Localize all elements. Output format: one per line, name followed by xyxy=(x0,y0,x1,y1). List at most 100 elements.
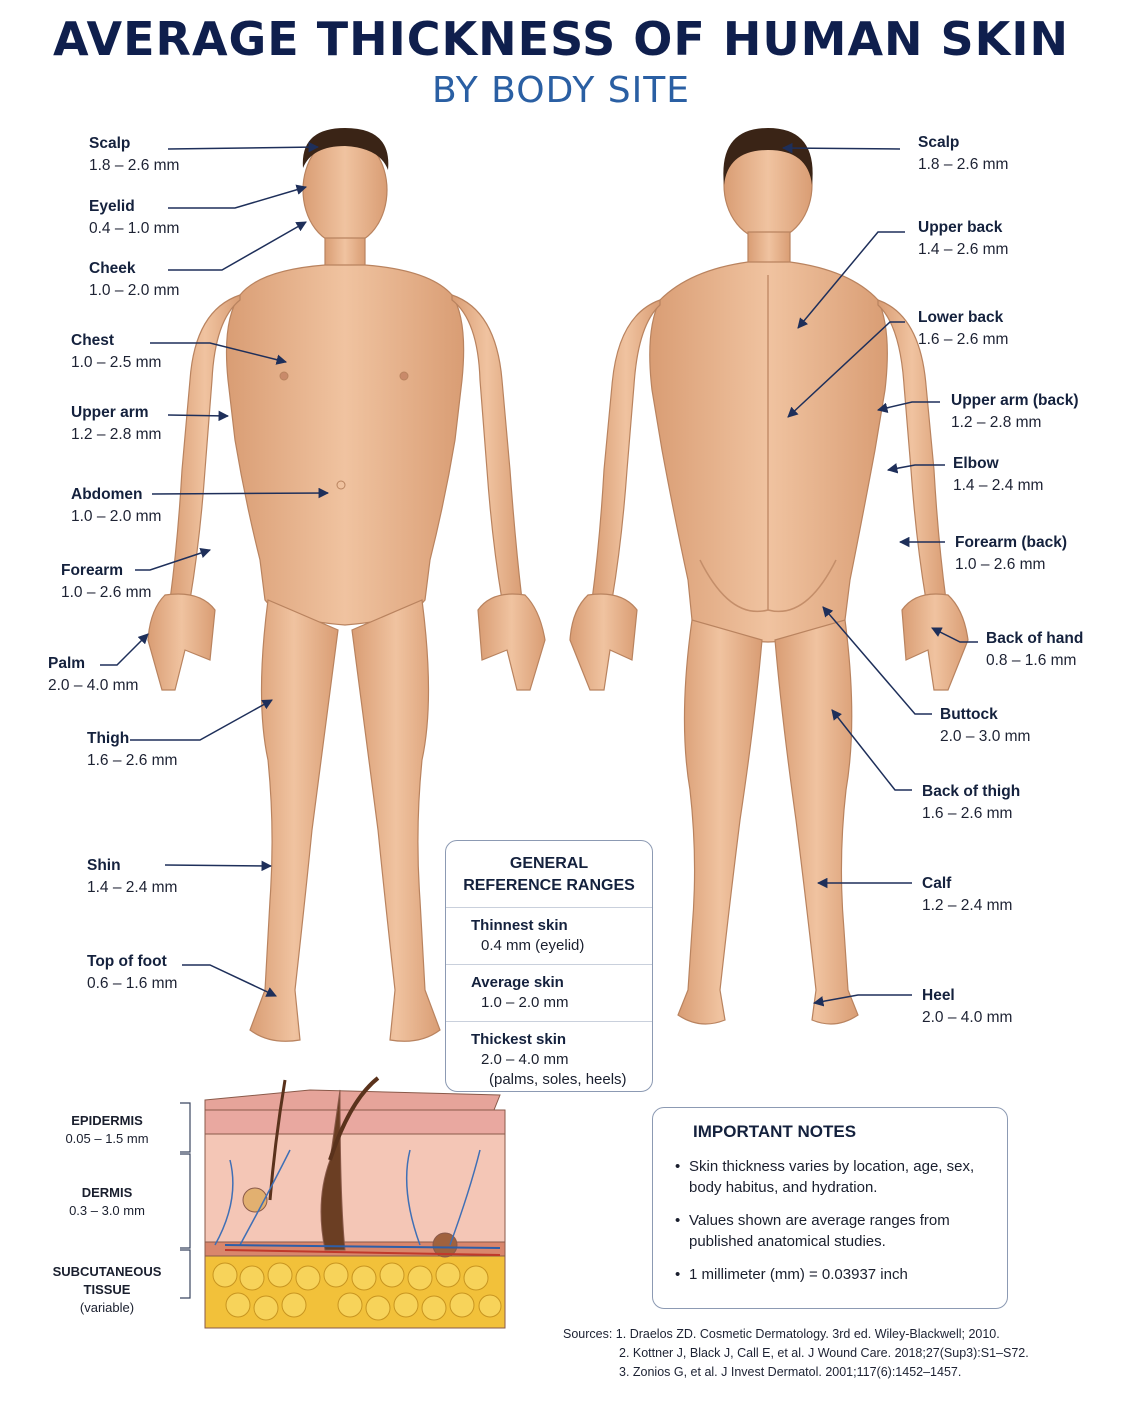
source-line: Sources: 1. Draelos ZD. Cosmetic Dermato… xyxy=(563,1327,1000,1341)
site-range: 1.2 – 2.8 mm xyxy=(951,414,1042,431)
notes-item: Values shown are average ranges from pub… xyxy=(675,1210,1007,1252)
site-range: 1.0 – 2.0 mm xyxy=(71,508,162,525)
site-name: Calf xyxy=(922,875,952,892)
reference-ranges-box: GENERAL REFERENCE RANGES Thinnest skin 0… xyxy=(445,840,653,1092)
back-figure xyxy=(569,128,969,1025)
reference-row-average: Average skin 1.0 – 2.0 mm xyxy=(446,965,652,1022)
reference-row-thickest: Thickest skin 2.0 – 4.0 mm (palms, soles… xyxy=(446,1022,652,1098)
notes-item: Skin thickness varies by location, age, … xyxy=(675,1156,1007,1198)
site-range: 1.0 – 2.5 mm xyxy=(71,354,162,371)
site-range: 0.4 – 1.0 mm xyxy=(89,220,180,237)
source-line: 3. Zonios G, et al. J Invest Dermatol. 2… xyxy=(619,1365,962,1379)
site-range: 1.8 – 2.6 mm xyxy=(918,156,1009,173)
site-name: Forearm xyxy=(61,562,124,579)
layer-name: SUBCUTANEOUS xyxy=(52,1264,162,1279)
site-range: 1.0 – 2.0 mm xyxy=(89,282,180,299)
layer-dermis: DERMIS 0.3 – 3.0 mm xyxy=(48,1184,166,1220)
site-range: 1.2 – 2.4 mm xyxy=(922,897,1013,914)
reference-row-value: 0.4 mm (eyelid) xyxy=(481,937,585,954)
layer-range: 0.3 – 3.0 mm xyxy=(69,1203,145,1218)
reference-row-value: 2.0 – 4.0 mm xyxy=(481,1051,569,1068)
site-range: 1.6 – 2.6 mm xyxy=(922,805,1013,822)
page-subtitle: BY BODY SITE xyxy=(432,70,690,111)
label-front-chest: Chest 1.0 – 2.5 mm xyxy=(71,330,161,374)
reference-heading-line1: GENERAL xyxy=(509,855,589,872)
front-leader-lines xyxy=(100,141,330,997)
site-name: Top of foot xyxy=(87,953,167,970)
site-name: Cheek xyxy=(89,260,136,277)
label-back-calf: Calf 1.2 – 2.4 mm xyxy=(922,873,1012,917)
site-name: Abdomen xyxy=(71,486,143,503)
reference-row-name: Thinnest skin xyxy=(471,917,568,934)
notes-item: 1 millimeter (mm) = 0.03937 inch xyxy=(675,1264,1007,1285)
site-name: Elbow xyxy=(953,455,999,472)
label-back-scalp: Scalp 1.8 – 2.6 mm xyxy=(918,132,1008,176)
site-name: Palm xyxy=(48,655,86,672)
notes-heading: IMPORTANT NOTES xyxy=(693,1122,857,1141)
label-back-buttock: Buttock 2.0 – 3.0 mm xyxy=(940,704,1030,748)
layer-name: TISSUE xyxy=(83,1282,131,1297)
important-notes-box: IMPORTANT NOTES Skin thickness varies by… xyxy=(652,1107,1008,1309)
notes-list: Skin thickness varies by location, age, … xyxy=(653,1156,1007,1285)
layer-epidermis: EPIDERMIS 0.05 – 1.5 mm xyxy=(48,1112,166,1148)
reference-row-thinnest: Thinnest skin 0.4 mm (eyelid) xyxy=(446,908,652,965)
site-range: 0.8 – 1.6 mm xyxy=(986,652,1077,669)
skin-cross-section xyxy=(204,1076,506,1329)
label-front-forearm: Forearm 1.0 – 2.6 mm xyxy=(61,560,151,604)
site-name: Scalp xyxy=(89,135,131,152)
site-range: 0.6 – 1.6 mm xyxy=(87,975,178,992)
label-front-abdomen: Abdomen 1.0 – 2.0 mm xyxy=(71,484,161,528)
label-back-back-of-thigh: Back of thigh 1.6 – 2.6 mm xyxy=(922,781,1020,825)
site-range: 1.4 – 2.6 mm xyxy=(918,241,1009,258)
label-back-heel: Heel 2.0 – 4.0 mm xyxy=(922,985,1012,1029)
site-range: 2.0 – 4.0 mm xyxy=(922,1009,1013,1026)
layer-name: DERMIS xyxy=(81,1185,133,1200)
label-back-upper-back: Upper back 1.4 – 2.6 mm xyxy=(918,217,1008,261)
site-name: Back of hand xyxy=(986,630,1084,647)
reference-row-name: Average skin xyxy=(471,974,564,991)
label-back-lower-back: Lower back 1.6 – 2.6 mm xyxy=(918,307,1008,351)
site-range: 2.0 – 3.0 mm xyxy=(940,728,1031,745)
site-name: Upper back xyxy=(918,219,1003,236)
layer-name: EPIDERMIS xyxy=(71,1113,143,1128)
layer-subcutaneous: SUBCUTANEOUS TISSUE (variable) xyxy=(40,1263,174,1317)
label-front-palm: Palm 2.0 – 4.0 mm xyxy=(48,653,138,697)
reference-heading-line2: REFERENCE RANGES xyxy=(463,877,635,894)
label-back-elbow: Elbow 1.4 – 2.4 mm xyxy=(953,453,1043,497)
label-back-forearm: Forearm (back) 1.0 – 2.6 mm xyxy=(955,532,1067,576)
reference-row-sites: (palms, soles, heels) xyxy=(489,1071,627,1088)
back-leader-lines xyxy=(781,142,978,1007)
label-front-thigh: Thigh 1.6 – 2.6 mm xyxy=(87,728,177,772)
reference-row-value: 1.0 – 2.0 mm xyxy=(481,994,569,1011)
layer-range: 0.05 – 1.5 mm xyxy=(65,1131,149,1146)
label-front-cheek: Cheek 1.0 – 2.0 mm xyxy=(89,258,179,302)
label-front-top-of-foot: Top of foot 0.6 – 1.6 mm xyxy=(87,951,177,995)
reference-row-name: Thickest skin xyxy=(471,1031,567,1048)
label-front-scalp: Scalp 1.8 – 2.6 mm xyxy=(89,133,179,177)
site-name: Upper arm (back) xyxy=(951,392,1079,409)
reference-heading: GENERAL REFERENCE RANGES xyxy=(446,841,652,908)
label-back-upper-arm: Upper arm (back) 1.2 – 2.8 mm xyxy=(951,390,1078,434)
site-name: Upper arm xyxy=(71,404,149,421)
site-name: Thigh xyxy=(87,730,130,747)
site-name: Scalp xyxy=(918,134,960,151)
sources: Sources: 1. Draelos ZD. Cosmetic Dermato… xyxy=(563,1325,1029,1382)
site-range: 1.6 – 2.6 mm xyxy=(87,752,178,769)
site-name: Lower back xyxy=(918,309,1004,326)
layer-range: (variable) xyxy=(79,1300,135,1315)
label-front-upper-arm: Upper arm 1.2 – 2.8 mm xyxy=(71,402,161,446)
site-range: 1.6 – 2.6 mm xyxy=(918,331,1009,348)
site-range: 2.0 – 4.0 mm xyxy=(48,677,139,694)
page-title: AVERAGE THICKNESS OF HUMAN SKIN xyxy=(53,12,1069,66)
site-range: 1.4 – 2.4 mm xyxy=(87,879,178,896)
site-range: 1.4 – 2.4 mm xyxy=(953,477,1044,494)
site-range: 1.0 – 2.6 mm xyxy=(61,584,152,601)
site-name: Back of thigh xyxy=(922,783,1021,800)
site-name: Buttock xyxy=(940,706,998,723)
site-range: 1.0 – 2.6 mm xyxy=(955,556,1046,573)
site-name: Shin xyxy=(87,857,121,874)
site-range: 1.8 – 2.6 mm xyxy=(89,157,180,174)
source-line: 2. Kottner J, Black J, Call E, et al. J … xyxy=(619,1346,1029,1360)
site-range: 1.2 – 2.8 mm xyxy=(71,426,162,443)
